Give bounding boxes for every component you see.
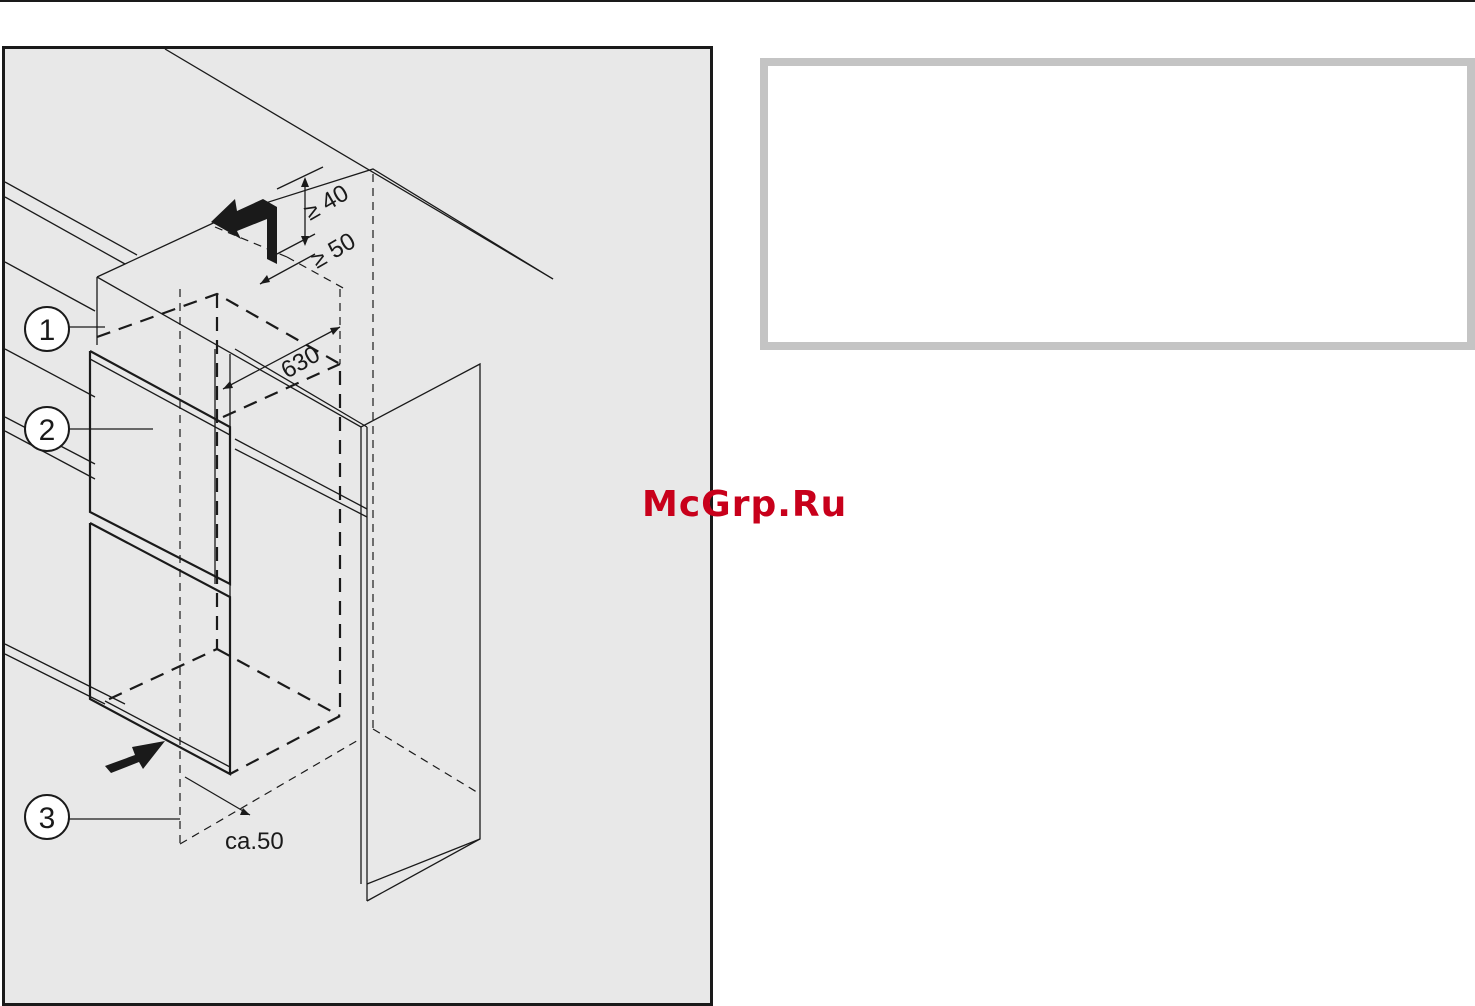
callout-2: 2 xyxy=(25,407,69,451)
upper-door-edge xyxy=(90,359,230,435)
cabinet-row-line xyxy=(5,182,137,255)
installation-figure: ≥ 40 ≥ 50 630 ca.50 1 2 3 xyxy=(2,46,713,1006)
dim-arrowhead xyxy=(301,177,309,187)
ventilation-guides xyxy=(180,174,480,844)
upper-door xyxy=(90,351,230,584)
dim-arrowhead xyxy=(223,381,233,389)
exhaust-air-arrow xyxy=(211,199,277,264)
cabinet-row-line xyxy=(5,197,125,264)
intake-air-arrow xyxy=(105,741,165,773)
watermark: McGrp.Ru xyxy=(642,484,847,525)
lower-door xyxy=(90,523,230,774)
callout-1-number: 1 xyxy=(39,314,56,347)
callout-2-number: 2 xyxy=(39,414,56,447)
housing-shelf-line xyxy=(235,439,367,509)
callout-3-number: 3 xyxy=(39,802,56,835)
cabinet-row-line xyxy=(5,349,95,397)
note-box xyxy=(760,58,1475,350)
cabinet-row-line xyxy=(5,262,95,311)
dim-plinth-line xyxy=(185,777,250,815)
plinth-line xyxy=(105,701,230,767)
callout-3: 3 xyxy=(25,795,69,839)
dim-arrowhead xyxy=(260,275,270,284)
top-rule xyxy=(0,0,1475,2)
dim-arrowhead xyxy=(330,327,340,335)
installation-drawing: ≥ 40 ≥ 50 630 ca.50 1 2 3 xyxy=(5,49,710,1003)
worktop-edge-line xyxy=(165,49,553,279)
housing-base-line xyxy=(367,839,480,884)
housing-shelf-line xyxy=(235,449,367,517)
dim-top-extension xyxy=(277,167,323,189)
dim-arrowhead xyxy=(240,808,250,815)
callout-1: 1 xyxy=(25,307,69,351)
dim-plinth-label: ca.50 xyxy=(225,828,284,855)
floor-line xyxy=(5,644,125,704)
